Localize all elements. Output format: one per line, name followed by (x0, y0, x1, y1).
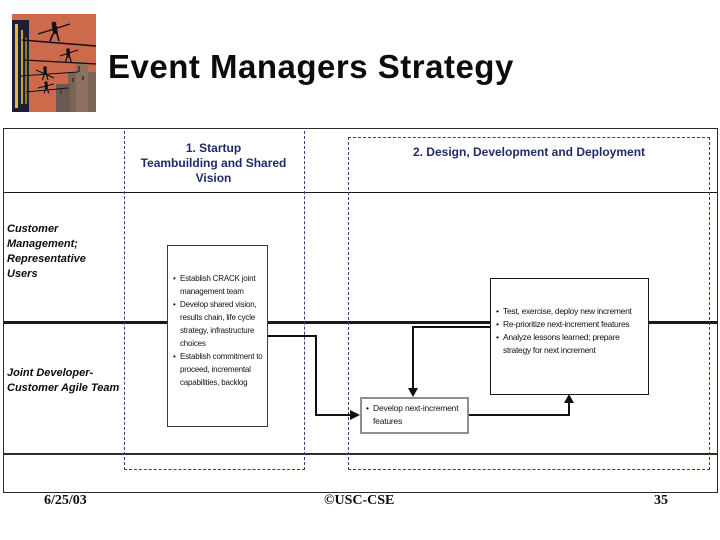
phase2-dashed-region (348, 137, 710, 470)
arrow-down-icon (408, 388, 418, 397)
lane-label-agile-team: Joint Developer- Customer Agile Team (7, 367, 120, 394)
bullet-icon: • (496, 306, 499, 316)
startup-bullet-list: • Establish CRACK joint management team •… (173, 272, 265, 389)
list-item: • Establish commitment to proceed, increm… (173, 350, 265, 389)
bullet-icon: • (173, 300, 176, 309)
deploy-bullet-list: • Test, exercise, deploy new increment • R… (496, 305, 647, 357)
bullet-text: Establish CRACK joint management team (180, 274, 256, 296)
lane-divider-line (4, 321, 717, 324)
connector-startup-to-develop (315, 335, 317, 416)
list-item: • Establish CRACK joint management team (173, 272, 265, 298)
process-diagram: 1. Startup Teambuilding and Shared Visio… (3, 128, 718, 493)
list-item: • Re-prioritize next-increment features (496, 318, 647, 331)
connector-deploy-to-develop (412, 326, 414, 388)
bullet-text: Develop shared vision, results chain, li… (180, 300, 257, 348)
list-item: • Analyze lessons learned; prepare strate… (496, 331, 647, 357)
list-item: • Develop next-increment features (366, 402, 466, 428)
lane-label-customer-management: Customer Management; Representative User… (7, 223, 86, 280)
page-title: Event Managers Strategy (108, 48, 514, 85)
startup-activities-box: • Establish CRACK joint management team •… (167, 245, 268, 427)
develop-bullet-list: • Develop next-increment features (366, 402, 466, 428)
bullet-text: Establish commitment to proceed, increme… (180, 352, 263, 387)
bullet-icon: • (173, 274, 176, 283)
footer-date: 6/25/03 (44, 493, 87, 508)
bullet-icon: • (496, 319, 499, 329)
header-row-divider-line (4, 192, 717, 193)
connector-startup-to-develop (315, 414, 351, 416)
connector-develop-to-deploy (568, 402, 570, 416)
phase2-header: 2. Design, Development and Deployment (412, 145, 646, 159)
bullet-text: Analyze lessons learned; prepare strateg… (503, 332, 620, 355)
connector-startup-to-develop (267, 335, 317, 337)
arrow-right-icon (350, 410, 360, 420)
arrow-up-icon (564, 394, 574, 403)
phase1-header: 1. Startup Teambuilding and Shared Visio… (140, 141, 287, 185)
connector-deploy-to-develop (412, 326, 490, 328)
bullet-text: Re-prioritize next-increment features (503, 319, 630, 329)
bottom-row-divider-line (4, 453, 717, 455)
footer-copyright: ©USC-CSE (324, 493, 395, 508)
phase1-dashed-region (124, 131, 305, 470)
bullet-text: Develop next-increment features (373, 403, 459, 426)
slide-number: 35 (654, 493, 668, 508)
test-deploy-box: • Test, exercise, deploy new increment • R… (490, 278, 649, 395)
connector-develop-to-deploy (468, 414, 570, 416)
bullet-icon: • (366, 403, 369, 413)
list-item: • Test, exercise, deploy new increment (496, 305, 647, 318)
bullet-icon: • (173, 352, 176, 361)
tightrope-walkers-image (12, 14, 96, 112)
list-item: • Develop shared vision, results chain, l… (173, 298, 265, 350)
bullet-text: Test, exercise, deploy new increment (503, 306, 632, 316)
bullet-icon: • (496, 332, 499, 342)
develop-features-box: • Develop next-increment features (360, 397, 469, 434)
